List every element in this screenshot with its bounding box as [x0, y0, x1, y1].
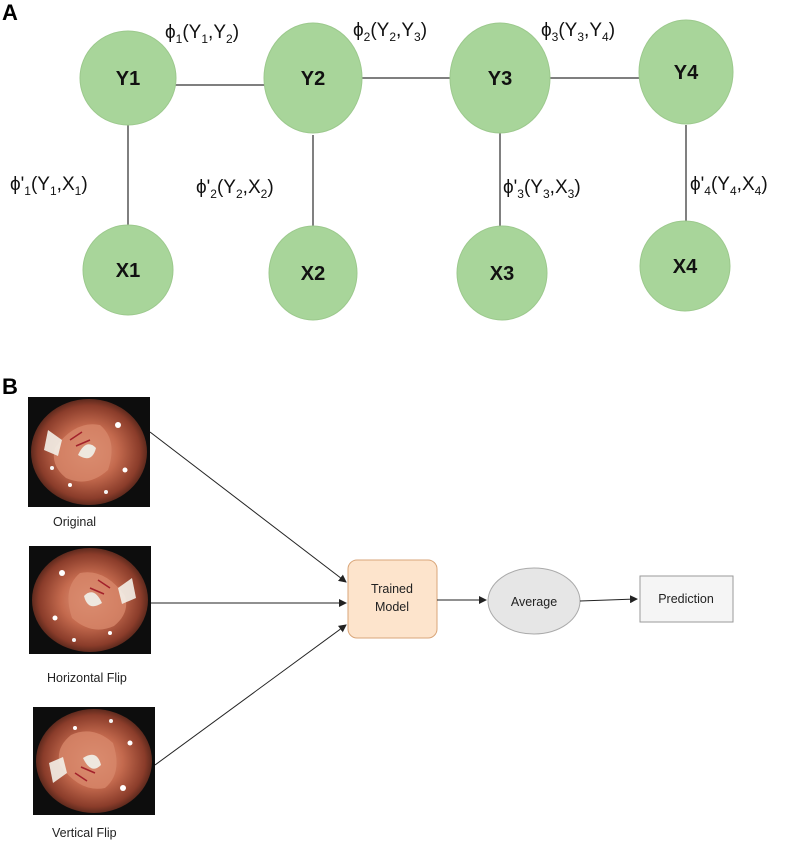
- arrow-original-to-model: [149, 431, 347, 583]
- pair-potential-1: ϕ1(Y1,Y2): [165, 22, 239, 46]
- node-y3-label: Y3: [488, 68, 512, 90]
- caption-original: Original: [53, 515, 96, 529]
- node-x2: X2: [268, 225, 358, 321]
- node-y1-label: Y1: [116, 68, 140, 90]
- node-y4-label: Y4: [674, 62, 699, 84]
- average-node: Average: [487, 567, 581, 635]
- image-original: [28, 397, 150, 507]
- caption-vertical-flip: Vertical Flip: [52, 826, 117, 840]
- arrow-vflip-to-model: [154, 624, 347, 766]
- node-x2-label: X2: [301, 263, 325, 285]
- pair-potential-2: ϕ2(Y2,Y3): [353, 20, 427, 44]
- panel-a-label: A: [2, 0, 18, 25]
- trained-model-label-line2: Model: [375, 600, 409, 614]
- unary-potential-1: ϕ'1(Y1,X1): [10, 174, 88, 198]
- average-label: Average: [511, 595, 557, 609]
- trained-model-box: Trained Model: [347, 559, 438, 639]
- trained-model-label-line1: Trained: [371, 582, 413, 596]
- prediction-box: Prediction: [639, 575, 734, 623]
- node-x3-label: X3: [490, 263, 514, 285]
- image-vertical-flip: [33, 707, 155, 815]
- node-y1: Y1: [79, 30, 177, 126]
- unary-potential-4: ϕ'4(Y4,X4): [690, 174, 768, 198]
- caption-horizontal-flip: Horizontal Flip: [47, 671, 127, 685]
- node-y2-label: Y2: [301, 68, 325, 90]
- pair-potential-3: ϕ3(Y3,Y4): [541, 20, 615, 44]
- panel-b-label: B: [2, 374, 18, 399]
- node-x4: X4: [639, 220, 731, 312]
- node-y4: Y4: [638, 19, 734, 125]
- node-y2: Y2: [263, 22, 363, 134]
- node-y3: Y3: [449, 22, 551, 134]
- node-x3: X3: [456, 225, 548, 321]
- arrow-average-to-prediction: [579, 595, 638, 604]
- node-x1: X1: [82, 224, 174, 316]
- node-x4-label: X4: [673, 256, 698, 278]
- image-horizontal-flip: [29, 546, 151, 654]
- node-x1-label: X1: [116, 260, 140, 282]
- unary-potential-2: ϕ'2(Y2,X2): [196, 177, 274, 201]
- prediction-label: Prediction: [658, 592, 714, 606]
- unary-potential-3: ϕ'3(Y3,X3): [503, 177, 581, 201]
